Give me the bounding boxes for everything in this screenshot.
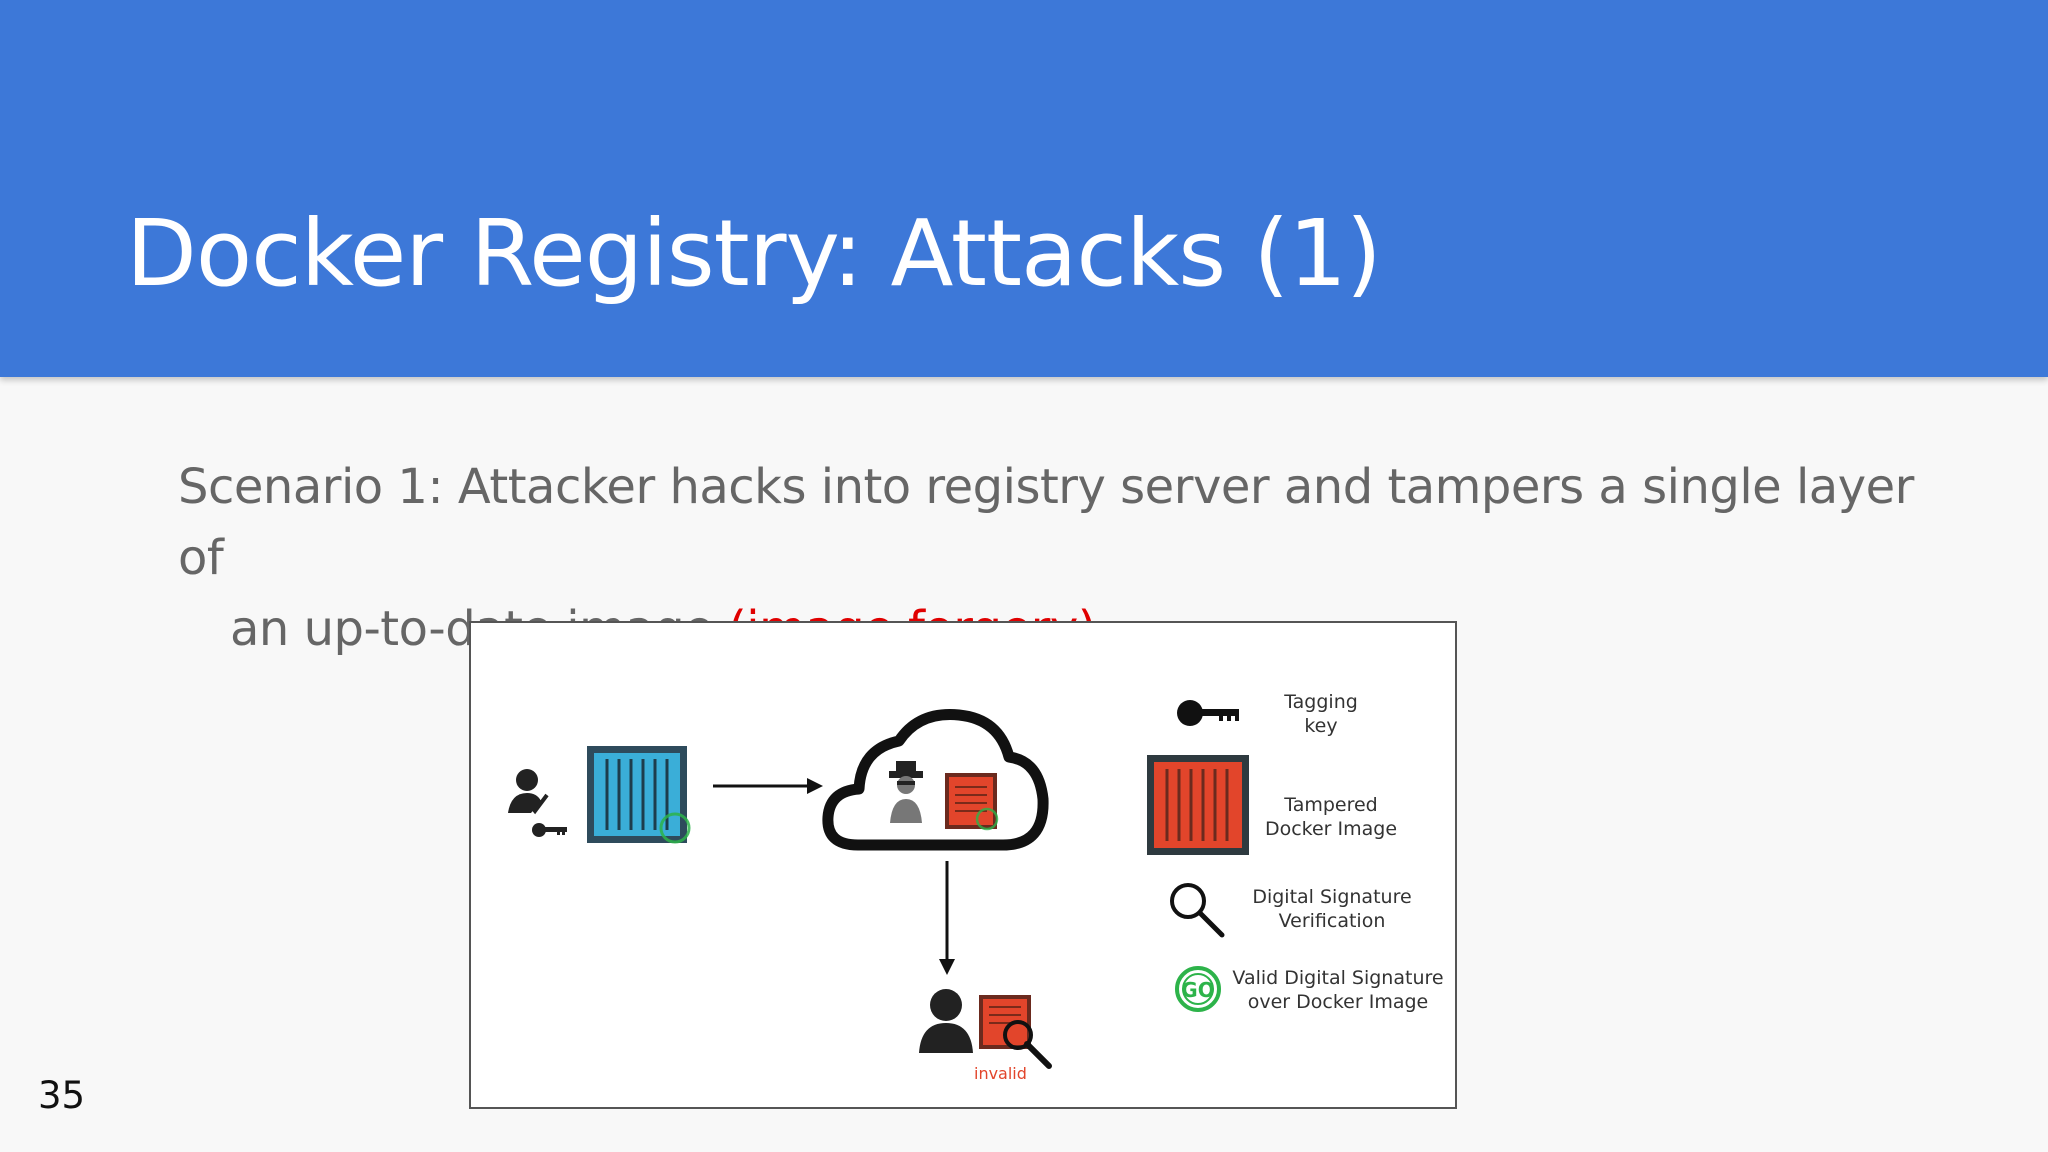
tampered-image-in-registry-icon — [945, 773, 999, 831]
go-badge-text: GO — [1181, 978, 1214, 1002]
legend-tampered-image-icon — [1147, 755, 1249, 855]
tampered-image-downloaded-icon — [979, 995, 1031, 1049]
bullet-line-1: Scenario 1: Attacker hacks into registry… — [178, 459, 1914, 586]
tagging-key-small-icon — [532, 823, 567, 837]
attack-diagram-graphic: GO — [508, 700, 1249, 1069]
registry-cloud-icon — [822, 709, 1049, 851]
docker-image-blue-icon — [587, 746, 691, 844]
consumer-icon — [919, 989, 973, 1053]
attack-diagram: GO Tagging key Tampered Docker Image Dig… — [469, 621, 1457, 1109]
legend-verification-label: Digital Signature Verification — [1231, 885, 1433, 933]
legend-go-badge-icon: GO — [1175, 966, 1221, 1012]
legend-tagging-key-label: Tagging key — [1251, 690, 1391, 738]
legend-key-icon — [1177, 700, 1239, 726]
legend-tampered-image-text: Tampered Docker Image — [1264, 794, 1398, 840]
legend-valid-signature-text: Valid Digital Signature over Docker Imag… — [1232, 967, 1444, 1013]
legend-tagging-key-text: Tagging key — [1284, 691, 1358, 737]
bullet-text: Scenario 1: Attacker hacks into registry… — [178, 452, 1938, 665]
attacker-spy-icon — [889, 761, 923, 823]
slide-title: Docker Registry: Attacks (1) — [126, 200, 1382, 307]
legend-magnifier-icon — [1170, 883, 1225, 938]
push-arrow — [713, 778, 823, 794]
title-bar: Docker Registry: Attacks (1) — [0, 0, 2048, 377]
pull-arrow — [939, 861, 955, 975]
verification-magnifier-icon — [1003, 1020, 1052, 1069]
invalid-label: invalid — [974, 1064, 1027, 1083]
publisher-icon — [508, 769, 549, 815]
legend-tampered-image-label: Tampered Docker Image — [1241, 793, 1421, 841]
slide-number: 35 — [38, 1074, 86, 1117]
legend-valid-signature-label: Valid Digital Signature over Docker Imag… — [1223, 966, 1453, 1014]
legend-verification-text: Digital Signature Verification — [1252, 886, 1412, 932]
